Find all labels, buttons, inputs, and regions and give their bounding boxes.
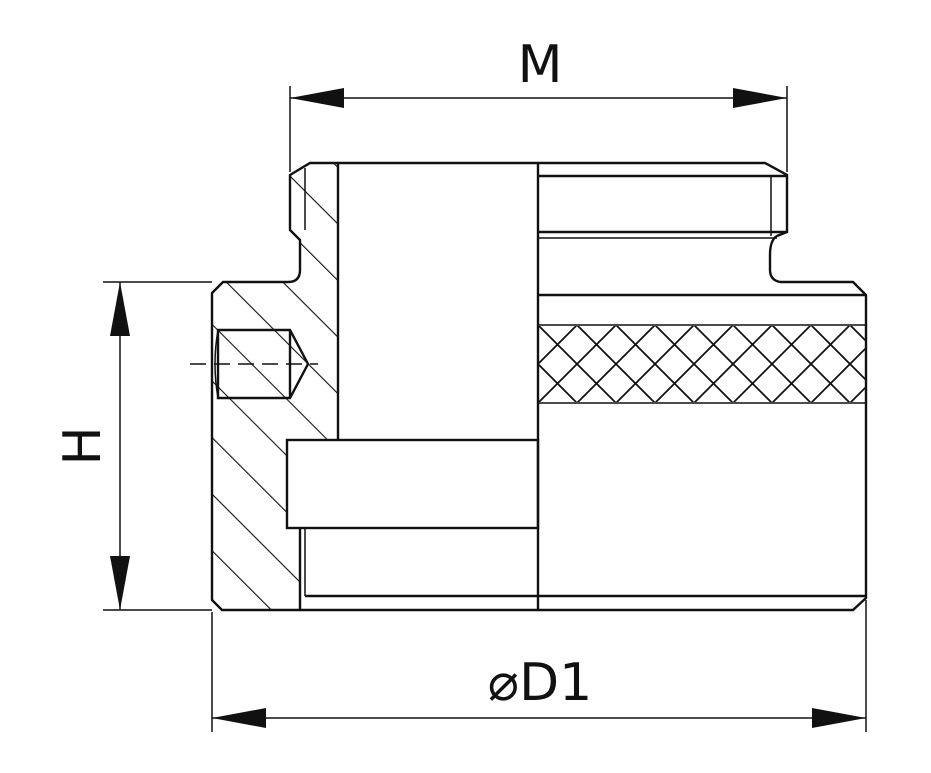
- dimension-label-h: H: [53, 426, 113, 465]
- set-screw: [190, 328, 318, 400]
- dimension-h: H: [53, 281, 212, 611]
- knurl-band: [539, 326, 865, 402]
- dimension-label-d1: ⌀D1: [488, 653, 592, 713]
- part-outline: [210, 161, 868, 612]
- dimension-label-m: M: [518, 35, 563, 95]
- dimension-m: M: [289, 35, 788, 172]
- dimension-d1: ⌀D1: [211, 600, 867, 732]
- section-hatching: [212, 163, 338, 610]
